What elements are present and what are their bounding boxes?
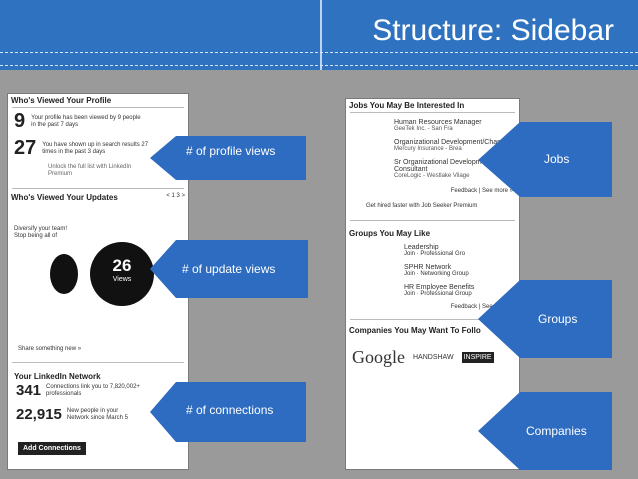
divider	[350, 220, 515, 221]
divider	[12, 362, 184, 363]
diversify-text: Diversify your team! Stop being all of	[14, 226, 68, 239]
callout-arrow-companies	[478, 392, 612, 470]
new-people-text: New people in your Network since March 5	[66, 407, 128, 421]
update-views-label: Views	[112, 276, 132, 283]
viewed-updates-header: Who's Viewed Your Updates	[11, 193, 118, 202]
callout-arrow-profile-views	[150, 136, 306, 180]
jobs-groups-sidebar-screenshot: Jobs You May Be Interested In Human Reso…	[346, 99, 519, 469]
callout-connections: # of connections	[186, 403, 274, 417]
group-name[interactable]: SPHR Network	[404, 264, 452, 271]
jobs-header: Jobs You May Be Interested In	[349, 101, 465, 110]
divider	[12, 188, 184, 189]
group-name[interactable]: HR Employee Benefits	[404, 284, 475, 291]
group-name[interactable]: Leadership	[404, 244, 439, 251]
search-count: 27	[14, 137, 37, 159]
add-connections-button[interactable]: Add Connections	[18, 442, 86, 455]
group-join[interactable]: Join · Networking Group	[404, 271, 469, 277]
group-join[interactable]: Join · Professional Gro	[404, 251, 466, 257]
updates-pager[interactable]: < 1 3 >	[166, 193, 185, 199]
update-views-circle: 26 Views	[90, 242, 154, 306]
callout-arrow-update-views	[150, 240, 308, 298]
upgrade-text[interactable]: Unlock the full list with LinkedIn Premi…	[48, 164, 132, 177]
job-title[interactable]: Organizational Development/Change...	[394, 139, 515, 146]
new-people-count: 22,915	[16, 406, 62, 423]
callout-companies: Companies	[526, 424, 587, 438]
update-views-count: 26	[112, 256, 132, 275]
connections-text: Connections link you to 7,820,002+ profe…	[46, 383, 140, 397]
company-logo-handshaw[interactable]: HANDSHAW	[413, 354, 454, 361]
divider	[350, 112, 515, 113]
callout-arrow-jobs	[478, 122, 612, 197]
divider	[12, 107, 184, 108]
callout-groups: Groups	[538, 312, 578, 326]
title-divider	[320, 0, 322, 70]
callout-profile-views: # of profile views	[186, 144, 276, 158]
job-title[interactable]: Sr Organizational Development Consultant	[394, 159, 492, 173]
connections-count: 341	[16, 382, 42, 399]
groups-header: Groups You May Like	[349, 229, 431, 238]
slide-title: Structure: Sidebar	[372, 14, 614, 47]
job-seeker-text[interactable]: Get hired faster with Job Seeker Premium	[366, 203, 478, 209]
company-logo-inspire[interactable]: INSPIRE	[461, 352, 494, 363]
job-company: Mercury Insurance - Brea	[394, 146, 462, 152]
update-image	[50, 254, 78, 294]
jobs-feedback[interactable]: Feedback | See more »	[450, 188, 513, 194]
callout-jobs: Jobs	[544, 152, 570, 166]
job-company: GeeTek Inc. - San Fra	[394, 126, 453, 132]
profile-views-text: Your profile has been viewed by 9 people…	[31, 114, 141, 128]
callout-arrow-connections	[150, 382, 306, 442]
job-title[interactable]: Human Resources Manager	[394, 119, 482, 126]
network-header: Your LinkedIn Network	[14, 372, 101, 381]
divider	[350, 319, 515, 320]
share-text[interactable]: Share something new »	[18, 346, 82, 352]
groups-feedback[interactable]: Feedback | See more »	[450, 304, 513, 310]
search-text: You have shown up in search results 27 t…	[42, 141, 149, 155]
callout-update-views: # of update views	[182, 262, 276, 276]
viewed-profile-header: Who's Viewed Your Profile	[11, 96, 112, 105]
company-logo-google[interactable]: Google	[352, 347, 405, 367]
companies-header: Companies You May Want To Follo	[349, 326, 481, 335]
slide-header: Structure: Sidebar	[0, 0, 638, 70]
profile-views-count: 9	[14, 110, 26, 132]
header-dashed-lines	[0, 52, 638, 66]
callout-arrow-groups	[478, 280, 612, 358]
group-join[interactable]: Join · Professional Group	[404, 291, 472, 297]
job-company: CoreLogic - Westlake Vilage	[394, 173, 470, 179]
